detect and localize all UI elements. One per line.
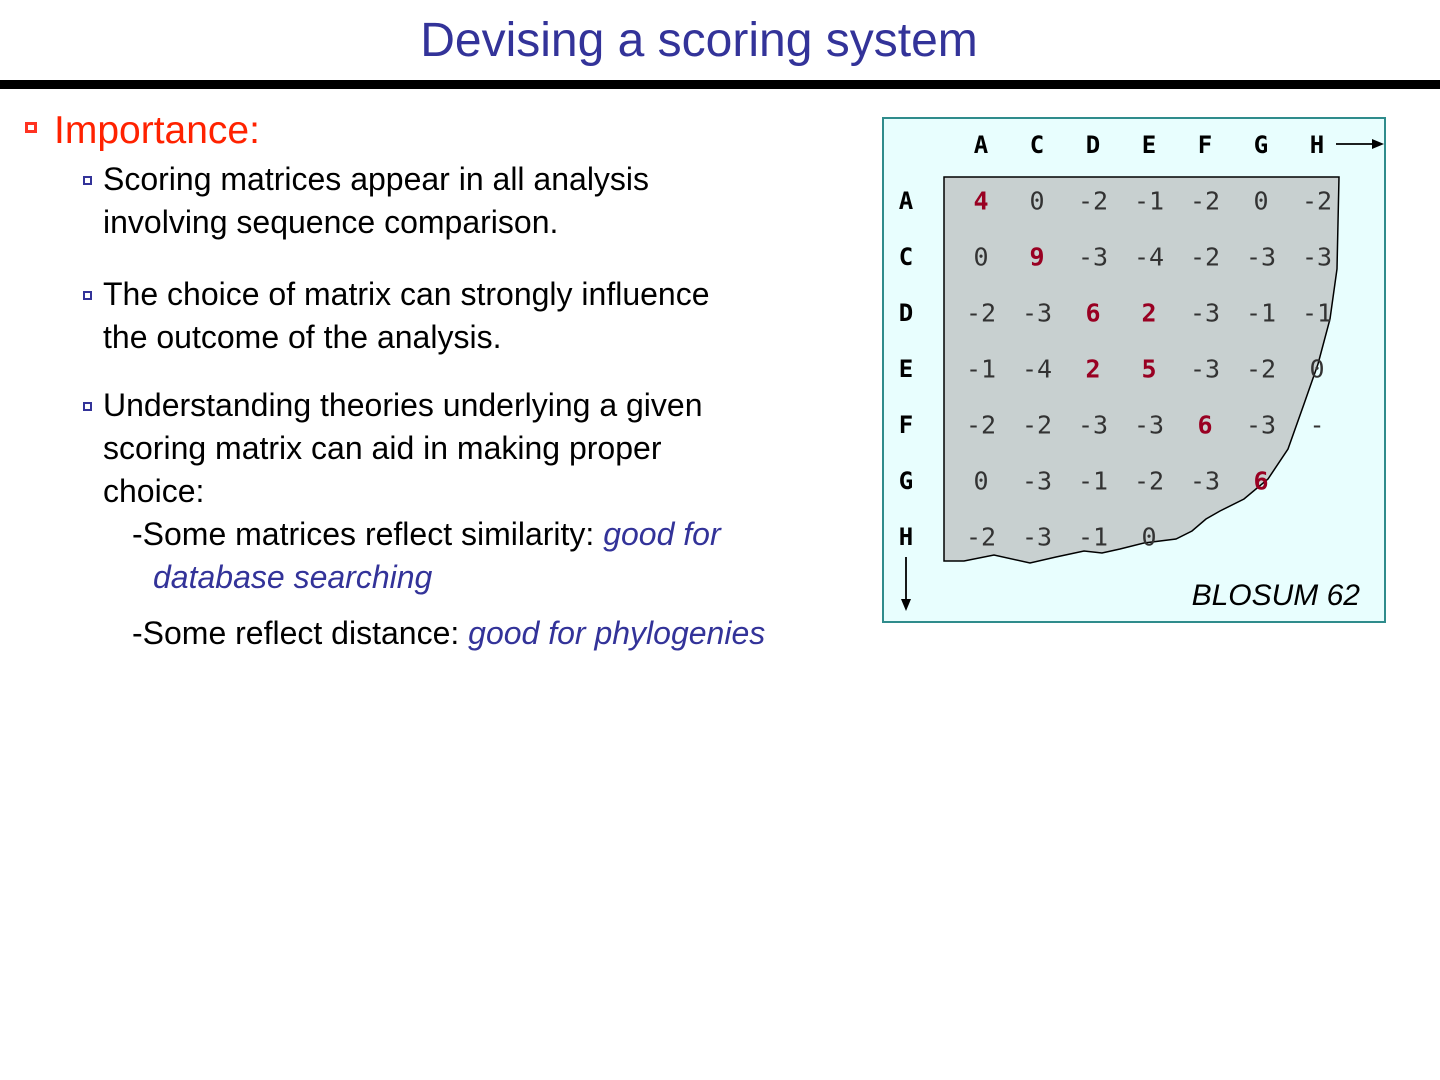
matrix-row-header: F (899, 411, 913, 439)
matrix-row-header: H (899, 523, 913, 551)
sub-point-emphasis-continued: database searching (153, 559, 433, 595)
matrix-cell: 6 (1085, 299, 1100, 328)
matrix-cell: 0 (1309, 355, 1324, 384)
matrix-cell: 0 (973, 467, 988, 496)
bullet-line: The choice of matrix can strongly influe… (103, 276, 710, 312)
matrix-cell: 6 (1197, 411, 1212, 440)
matrix-cell: - (1309, 411, 1324, 440)
bullet-line: involving sequence comparison. (103, 204, 559, 240)
bullet-line: Understanding theories underlying a give… (103, 387, 703, 423)
matrix-column-header: G (1254, 131, 1268, 159)
matrix-cell: -1 (1134, 187, 1164, 216)
sub-point-similarity: -Some matrices reflect similarity: good … (132, 513, 721, 556)
heading-bullet-icon (25, 122, 37, 133)
matrix-column-header: F (1198, 131, 1212, 159)
matrix-cell: -3 (1190, 467, 1220, 496)
bullet-text-2: The choice of matrix can strongly influe… (103, 273, 823, 359)
bullet-line: Scoring matrices appear in all analysis (103, 161, 650, 197)
matrix-row-header: E (899, 355, 913, 383)
bullet-icon (83, 291, 92, 300)
matrix-cell: -3 (1246, 243, 1276, 272)
matrix-cell: 5 (1141, 355, 1156, 384)
arrow-down-icon (901, 599, 911, 611)
matrix-shaded-area (943, 176, 1340, 564)
matrix-cell: 0 (1029, 187, 1044, 216)
matrix-cell: -4 (1134, 243, 1164, 272)
matrix-cell: -2 (1246, 355, 1276, 384)
sub-point-emphasis: good for phylogenies (468, 615, 766, 651)
sub-point-prefix: -Some reflect distance: (132, 615, 469, 651)
matrix-cell: -3 (1022, 299, 1052, 328)
matrix-column-header: H (1310, 131, 1324, 159)
matrix-cell: -3 (1190, 355, 1220, 384)
matrix-row-header: D (899, 299, 913, 327)
matrix-cell: -3 (1134, 411, 1164, 440)
slide-title: Devising a scoring system (420, 14, 978, 67)
bullet-line: scoring matrix can aid in making proper (103, 430, 662, 466)
sub-point-distance: -Some reflect distance: good for phyloge… (132, 612, 765, 655)
matrix-row-header: C (899, 243, 913, 271)
matrix-cell: 0 (973, 243, 988, 272)
matrix-cell: -3 (1246, 411, 1276, 440)
matrix-cell: -2 (1022, 411, 1052, 440)
matrix-cell: -2 (1134, 467, 1164, 496)
matrix-cell: 2 (1085, 355, 1100, 384)
matrix-cell: -4 (1022, 355, 1052, 384)
matrix-cell: -1 (1246, 299, 1276, 328)
matrix-cell: -1 (1302, 299, 1332, 328)
sub-point-prefix: -Some matrices reflect similarity: (132, 516, 604, 552)
matrix-cell: -3 (1022, 467, 1052, 496)
matrix-cell: 2 (1141, 299, 1156, 328)
matrix-cell: -1 (966, 355, 996, 384)
bullet-icon (83, 176, 92, 185)
matrix-cell: -2 (1190, 187, 1220, 216)
matrix-cell: 4 (973, 187, 988, 216)
matrix-cell: -2 (1302, 187, 1332, 216)
matrix-cell: -3 (1302, 243, 1332, 272)
matrix-cell: -3 (1078, 243, 1108, 272)
bullet-line: the outcome of the analysis. (103, 319, 502, 355)
matrix-cell: -3 (1078, 411, 1108, 440)
matrix-cell: -2 (966, 299, 996, 328)
sub-point-emphasis: good for (603, 516, 721, 552)
matrix-cell: -2 (966, 523, 996, 552)
bullet-icon (83, 402, 92, 411)
matrix-cell: -2 (966, 411, 996, 440)
matrix-cell: 0 (1141, 523, 1156, 552)
matrix-cell: 0 (1253, 187, 1268, 216)
matrix-cell: -3 (1022, 523, 1052, 552)
matrix-cell: -3 (1190, 299, 1220, 328)
arrow-right-icon (1372, 139, 1384, 149)
matrix-column-header: D (1086, 131, 1100, 159)
section-heading: Importance: (54, 109, 260, 152)
matrix-column-header: E (1142, 131, 1156, 159)
bullet-text-1: Scoring matrices appear in all analysis … (103, 158, 823, 244)
matrix-cell: 6 (1253, 467, 1268, 496)
matrix-row-header: G (899, 467, 913, 495)
matrix-cell: 9 (1029, 243, 1044, 272)
matrix-cell: -2 (1078, 187, 1108, 216)
matrix-column-header: C (1030, 131, 1044, 159)
matrix-caption: BLOSUM 62 (1192, 579, 1361, 612)
matrix-row-header: A (899, 187, 914, 215)
matrix-column-header: A (974, 131, 989, 159)
matrix-cell: -1 (1078, 467, 1108, 496)
bullet-line: choice: (103, 473, 205, 509)
matrix-cell: -2 (1190, 243, 1220, 272)
bullet-text-3: Understanding theories underlying a give… (103, 384, 823, 513)
title-divider (0, 80, 1440, 89)
matrix-cell: -1 (1078, 523, 1108, 552)
